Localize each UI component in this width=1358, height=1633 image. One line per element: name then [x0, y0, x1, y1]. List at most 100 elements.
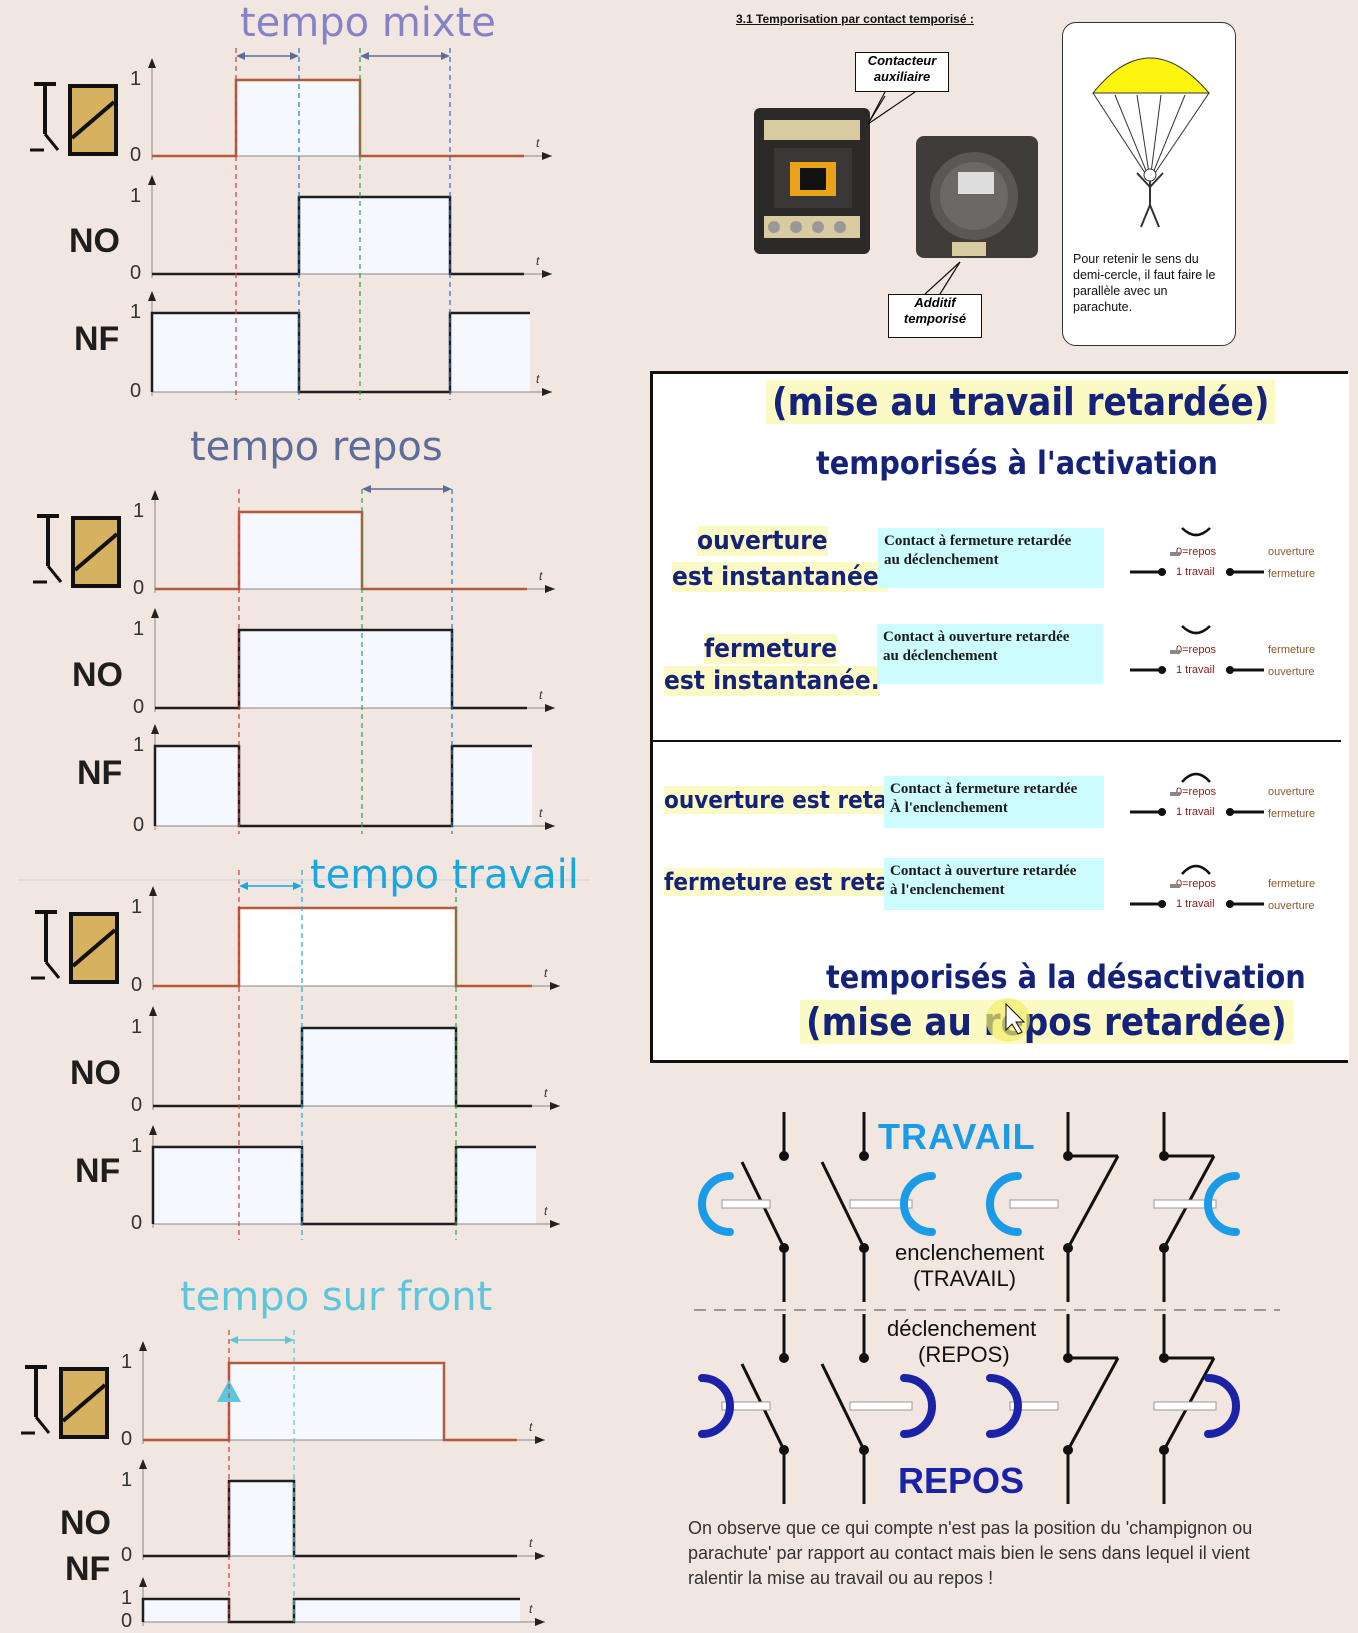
x-axis-arrow — [545, 585, 555, 593]
y-axis-arrow — [139, 1341, 147, 1351]
repos-arc-icon — [900, 1374, 936, 1438]
y-axis-arrow — [139, 1577, 147, 1587]
repos-label: 0=repos — [1176, 786, 1217, 798]
section-title: tempo sur front — [180, 1274, 493, 1320]
level-zero-label: 0 — [130, 380, 142, 402]
contact-blade — [34, 1416, 51, 1434]
coil-signal — [153, 906, 532, 988]
row-left-label: ouverture — [697, 526, 828, 556]
terminal-dot — [779, 1353, 789, 1363]
level-zero-label: 0 — [121, 1544, 133, 1566]
signal-fill — [456, 1147, 536, 1224]
travail-arc-icon — [900, 1172, 936, 1236]
contact-symbol — [1153, 1112, 1240, 1302]
travail-arc-icon — [1204, 1172, 1240, 1236]
no-signal — [152, 195, 524, 276]
repos-label: 0=repos — [1176, 644, 1217, 656]
no-signal — [155, 628, 527, 710]
box-line-1: Contact à fermeture retardée — [890, 781, 1078, 797]
contact-symbol — [698, 1112, 789, 1302]
travail-title: TRAVAIL — [878, 1116, 1036, 1157]
rod — [1153, 1199, 1217, 1209]
level-zero-label: 0 — [133, 696, 145, 718]
callout-contacteur: Contacteur auxiliaire — [855, 52, 949, 92]
blade — [1066, 1155, 1120, 1249]
coil-diagonal — [61, 1383, 107, 1423]
coil-diagonal — [70, 100, 116, 140]
rod — [1009, 1199, 1059, 1209]
section-title: tempo mixte — [240, 0, 496, 46]
panel-divider — [653, 740, 1345, 742]
signal-fill — [239, 908, 456, 986]
repos-label: 0=repos — [1176, 878, 1217, 890]
relay-coil-icon — [33, 514, 121, 588]
level-one-label: 1 — [131, 896, 143, 918]
level-zero-label: 0 — [130, 144, 142, 166]
level-zero-label: 0 — [131, 1094, 143, 1116]
contactor-photo — [750, 98, 878, 258]
no-label: NO — [60, 1504, 111, 1542]
state-b-label: ouverture — [1268, 666, 1315, 678]
time-label: t — [536, 254, 540, 268]
travail-label: 1 travail — [1176, 566, 1215, 578]
x-axis-arrow — [545, 704, 555, 712]
box-line-2: au déclenchement — [884, 552, 999, 568]
duration-arrow-head — [285, 1336, 294, 1344]
no-signal — [143, 1479, 517, 1558]
rod — [721, 1401, 771, 1411]
state-a-label: ouverture — [1268, 786, 1315, 798]
rising-edge-marker — [217, 1380, 241, 1402]
level-one-label: 1 — [130, 68, 142, 90]
temporisation-table — [650, 371, 1349, 1063]
state-a-label: fermeture — [1268, 878, 1316, 890]
signal-fill — [294, 1599, 520, 1622]
panel-title-top: (mise au travail retardée) — [766, 380, 1276, 424]
repos-arc-icon — [986, 1374, 1022, 1438]
time-label: t — [544, 1204, 548, 1218]
duration-arrow-head — [293, 882, 302, 890]
enclenchement-label: enclenchement — [895, 1240, 1045, 1265]
contact-symbol — [1153, 1314, 1240, 1504]
explanation-note: On observe que ce qui compte n'est pas l… — [688, 1518, 1253, 1588]
y-axis-arrow — [148, 175, 156, 185]
no-signal — [153, 1026, 532, 1108]
callout-additif: Additif temporisé — [888, 294, 982, 338]
blade — [820, 1161, 866, 1249]
blade — [820, 1363, 866, 1451]
signal-fill — [152, 313, 299, 392]
state-a-label: ouverture — [1268, 546, 1315, 558]
rod — [849, 1199, 913, 1209]
level-one-label: 1 — [130, 301, 142, 323]
signal-fill — [153, 1147, 302, 1224]
terminal-dot — [779, 1151, 789, 1161]
panel-subtitle-top: temporisés à l'activation — [816, 444, 1218, 482]
contact-symbol — [986, 1112, 1120, 1302]
x-axis-arrow — [542, 388, 552, 396]
rod — [1153, 1401, 1217, 1411]
repos-title: REPOS — [898, 1460, 1025, 1501]
travail-arc-icon — [986, 1172, 1022, 1236]
declenchement-label: déclenchement — [887, 1316, 1037, 1341]
coil-signal — [143, 1361, 517, 1442]
relay-coil-icon — [31, 910, 119, 984]
repos-label: 0=repos — [1176, 546, 1217, 558]
state-b-label: fermeture — [1268, 568, 1316, 580]
y-axis-arrow — [148, 58, 156, 68]
box-line-1: Contact à fermeture retardée — [884, 533, 1072, 549]
y-axis-arrow — [149, 1006, 157, 1016]
terminal-dot — [859, 1151, 869, 1161]
x-axis-arrow — [535, 1552, 545, 1560]
x-axis-arrow — [542, 270, 552, 278]
duration-arrow-head — [362, 485, 371, 493]
coil-diagonal — [71, 928, 117, 968]
signal-fill — [239, 630, 452, 708]
contact-symbol — [820, 1314, 936, 1504]
nf-label: NF — [74, 320, 120, 358]
travail-label: 1 travail — [1176, 664, 1215, 676]
level-one-label: 1 — [133, 734, 145, 756]
repos-arc-icon — [698, 1374, 734, 1438]
no-label: NO — [69, 222, 120, 260]
time-label: t — [529, 1420, 533, 1434]
box-line-2: à l'enclenchement — [890, 882, 1005, 898]
